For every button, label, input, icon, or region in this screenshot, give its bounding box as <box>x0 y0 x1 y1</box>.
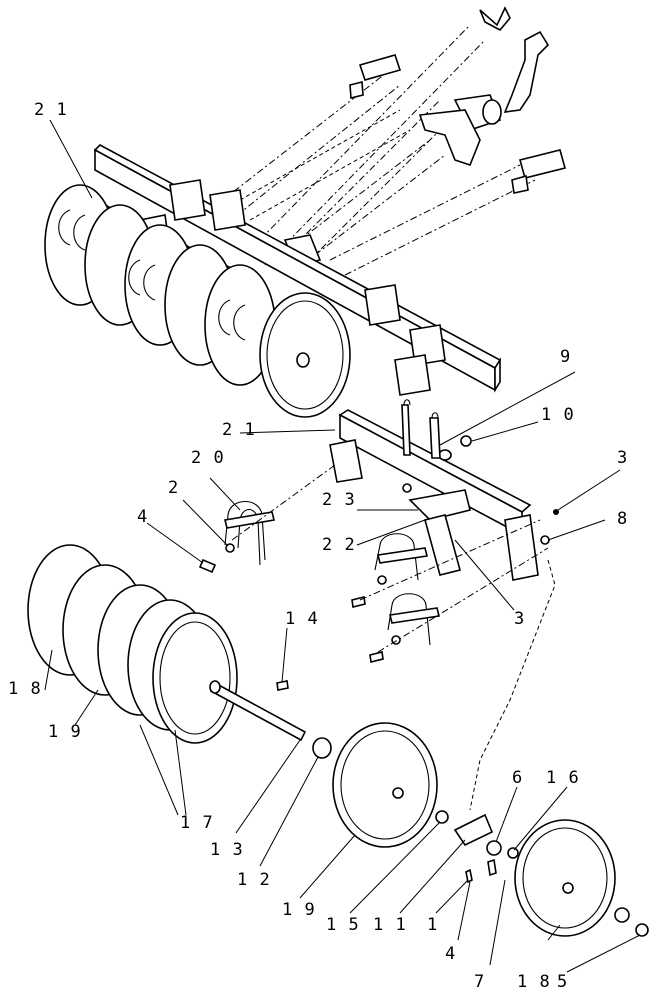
callout-3-lower: 3 <box>514 609 525 629</box>
roller-set <box>27 544 649 937</box>
callout-11: 1 1 <box>373 915 407 935</box>
callout-4-upper: 4 <box>137 507 148 527</box>
callout-10: 1 0 <box>541 405 575 425</box>
callout-21-frame: 2 1 <box>222 420 256 440</box>
callout-19-left: 1 9 <box>48 722 82 742</box>
callout-leaders <box>44 119 641 973</box>
callout-17: 1 7 <box>180 813 214 833</box>
callout-labels: 2 1 9 1 0 2 1 2 0 2 4 3 2 3 8 2 2 3 1 4 … <box>8 100 628 992</box>
callout-6: 6 <box>512 768 523 788</box>
callout-7: 7 <box>474 972 485 992</box>
callout-18-right: 1 8 <box>517 972 551 992</box>
callout-22: 2 2 <box>322 535 356 555</box>
callout-13: 1 3 <box>210 840 244 860</box>
roller-frame-exploded <box>198 399 559 811</box>
callout-23: 2 3 <box>322 490 356 510</box>
callout-5: 5 <box>557 972 568 992</box>
callout-1: 1 <box>427 915 438 935</box>
callout-21-top: 2 1 <box>34 100 68 120</box>
callout-9: 9 <box>560 347 571 367</box>
callout-3-upper: 3 <box>617 448 628 468</box>
callout-14: 1 4 <box>285 609 319 629</box>
callout-4-lower: 4 <box>445 944 456 964</box>
callout-8: 8 <box>617 509 628 529</box>
callout-15: 1 5 <box>326 915 360 935</box>
callout-20: 2 0 <box>191 448 225 468</box>
callout-12: 1 2 <box>237 870 271 890</box>
callout-2: 2 <box>168 478 179 498</box>
callout-16: 1 6 <box>546 768 580 788</box>
callout-19-right: 1 9 <box>282 900 316 920</box>
callout-18-left: 1 8 <box>8 679 42 699</box>
frame-assembly <box>44 6 566 418</box>
